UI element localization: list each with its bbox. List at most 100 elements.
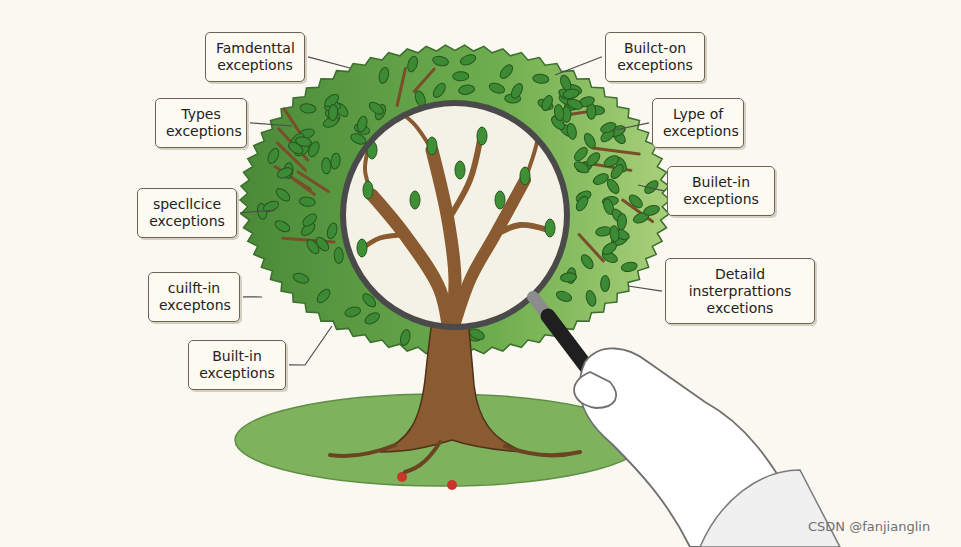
magnified-leaf [455, 161, 465, 179]
magnified-leaf [357, 239, 367, 257]
leaf [562, 88, 579, 100]
leaf [356, 115, 369, 133]
label-text: cuilft-in exceptons [159, 280, 229, 314]
leaf [328, 104, 338, 121]
leaf [532, 73, 549, 84]
leaf [459, 53, 477, 67]
leaf [292, 272, 310, 285]
label-text: Built-in exceptions [199, 348, 275, 382]
magnified-leaf [495, 191, 505, 209]
label-text: Builct-on exceptions [616, 40, 694, 74]
leaf [266, 147, 281, 165]
magnified-leaf [427, 137, 437, 155]
leaf [453, 72, 469, 81]
leaf [609, 225, 620, 242]
leaf [509, 82, 525, 100]
label-text: specllcice exceptions [148, 196, 226, 230]
leaf [617, 213, 627, 230]
branch [593, 148, 640, 154]
leader-line [628, 286, 662, 291]
leaf [432, 55, 450, 67]
leader-line [615, 123, 649, 130]
label-box: Builet-in exceptions [667, 166, 775, 216]
leaf [574, 194, 590, 212]
label-box: Famdenttal exceptions [205, 32, 305, 82]
leaf [273, 218, 291, 234]
label-text: Types exceptions [166, 106, 236, 140]
leaf [601, 276, 610, 292]
apple [447, 480, 457, 490]
leaf [627, 193, 645, 210]
leaf [566, 123, 578, 141]
leaf [315, 287, 332, 305]
label-box: specllcice exceptions [137, 188, 237, 238]
branch [298, 172, 328, 192]
leaf [274, 186, 292, 203]
leader-line [308, 57, 350, 68]
leaf [431, 81, 448, 99]
leaf [600, 240, 618, 257]
leaf [399, 329, 411, 347]
label-box: Detaild insterprattions excetions [665, 258, 815, 324]
leaf [643, 204, 661, 217]
label-text: Lype of exceptions [663, 106, 733, 140]
watermark: CSDN @fanjianglin [808, 519, 930, 534]
leaf [553, 104, 564, 121]
magnified-leaf [545, 219, 555, 237]
leaf [621, 261, 638, 273]
branch [275, 167, 310, 190]
leaf [599, 121, 617, 135]
leaf [560, 272, 577, 282]
label-text: Famdenttal exceptions [216, 40, 294, 74]
trunk [380, 320, 525, 452]
label-box: Builct-on exceptions [605, 32, 705, 82]
leaf [378, 67, 390, 85]
leaf [458, 84, 475, 95]
leader-line [289, 326, 332, 365]
leaf [540, 94, 555, 112]
magnified-leaf [535, 115, 545, 133]
leader-line [240, 210, 275, 213]
thumb [574, 372, 616, 408]
leader-line [250, 123, 292, 126]
leader-line [555, 57, 602, 75]
leaf [299, 196, 316, 207]
leader-line [638, 185, 664, 191]
leaf [276, 166, 294, 181]
lens-rim [343, 103, 567, 327]
magnified-leaf [410, 191, 420, 209]
leaf [301, 212, 319, 229]
leaf [572, 159, 590, 175]
leaf [363, 310, 381, 326]
leaf [498, 63, 515, 81]
leaf [555, 289, 573, 303]
leaf [321, 158, 331, 174]
magnified-branch [450, 180, 525, 340]
leaf [287, 140, 305, 156]
magnified-leaf [520, 167, 530, 185]
leaf [488, 81, 506, 95]
sleeve [700, 470, 840, 547]
label-box: Types exceptions [155, 98, 247, 148]
leaf [330, 153, 341, 170]
leaf [299, 103, 316, 114]
crown-outline [240, 45, 670, 355]
label-text: Builet-in exceptions [678, 174, 764, 208]
leaf [326, 222, 339, 240]
leaf [334, 247, 344, 263]
branch [397, 68, 405, 105]
magnified-branch [495, 225, 548, 235]
leaf [579, 253, 596, 271]
branch [414, 69, 434, 91]
leaf [262, 199, 280, 214]
leaf [367, 100, 385, 117]
roots [330, 442, 580, 472]
leader-line [243, 296, 262, 297]
magnified-branch [432, 150, 455, 340]
label-box: cuilft-in exceptons [148, 272, 240, 322]
leaf [584, 289, 597, 307]
label-box: Built-in exceptions [188, 340, 286, 390]
